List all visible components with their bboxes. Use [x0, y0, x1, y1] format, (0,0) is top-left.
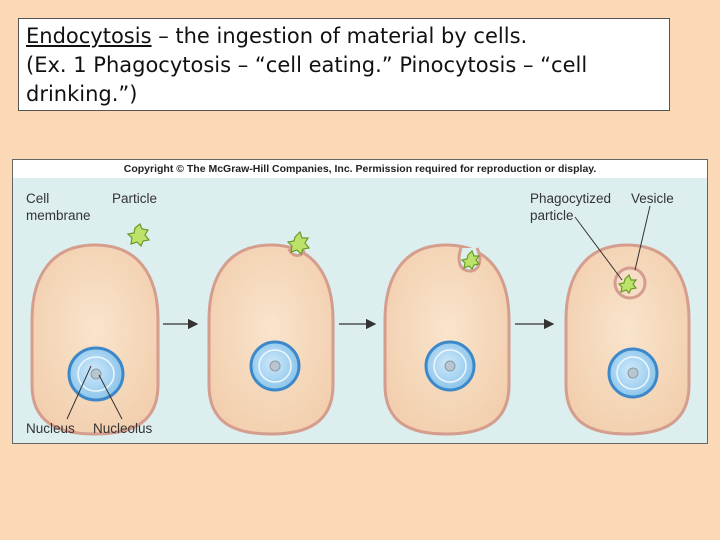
copyright-notice: Copyright © The McGraw-Hill Companies, I… [123, 163, 597, 175]
cell-1 [30, 223, 160, 436]
particle-icon [286, 230, 311, 256]
cell-membrane-shape [383, 243, 511, 436]
diagram-canvas [13, 178, 707, 443]
nucleus-inner [433, 349, 467, 383]
particle-pointer [574, 216, 623, 281]
particle-icon [460, 249, 481, 271]
nucleolus [627, 367, 639, 379]
definition-textbox: Endocytosis – the ingestion of material … [18, 18, 670, 111]
nucleus-inner [77, 356, 115, 392]
nucleolus [444, 360, 456, 372]
nucleus-inner [616, 356, 650, 390]
nucleolus-pointer [98, 374, 123, 420]
label-vesicle: Vesicle [631, 191, 674, 206]
phagocytized-particle-icon [617, 273, 638, 295]
vesicle-pointer [634, 205, 651, 271]
cell-2 [207, 230, 335, 436]
nucleus-pointer [66, 365, 92, 420]
label-nucleus: Nucleus [26, 421, 75, 436]
particle-icon [126, 223, 151, 248]
cell-membrane-shape [207, 243, 335, 436]
examples-text: (Ex. 1 Phagocytosis – “cell eating.” Pin… [26, 53, 588, 106]
cell-3 [383, 243, 511, 436]
nucleolus [269, 360, 281, 372]
phagocytosis-diagram: Copyright © The McGraw-Hill Companies, I… [12, 159, 708, 444]
definition-text: – the ingestion of material by cells. [151, 24, 528, 48]
cell-membrane-shape [30, 243, 160, 436]
label-cell-membrane: Cell membrane [26, 191, 91, 223]
cell-membrane-shape [564, 243, 691, 436]
label-phagocytized-particle: Phagocytized particle [530, 191, 612, 223]
label-particle: Particle [112, 191, 158, 206]
nucleolus [90, 368, 102, 380]
nucleus-inner [258, 349, 292, 383]
label-nucleolus: Nucleolus [93, 421, 153, 436]
term-endocytosis: Endocytosis [26, 24, 152, 48]
cell-4 [564, 205, 691, 436]
